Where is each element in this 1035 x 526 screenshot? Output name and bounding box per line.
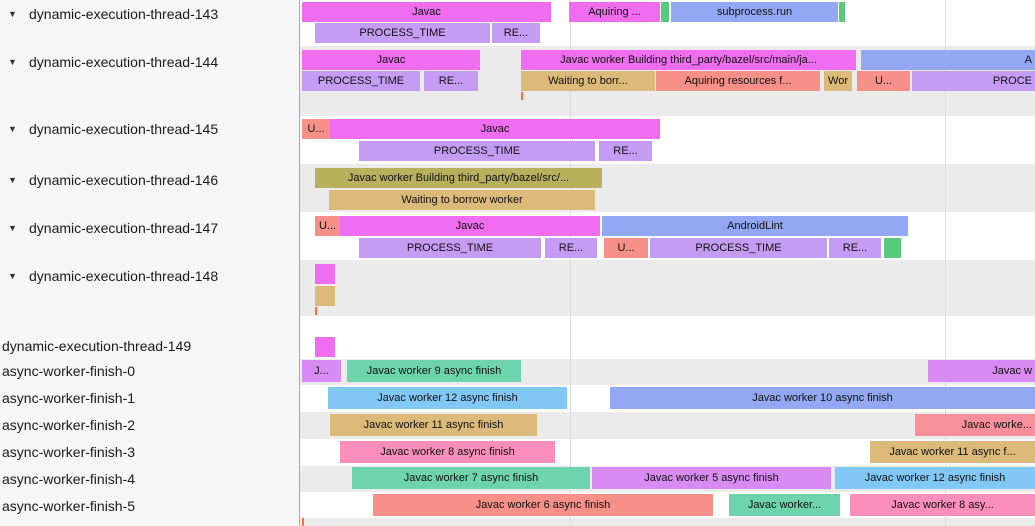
trace-slice[interactable]: Javac (340, 216, 600, 236)
trace-slice[interactable]: Wor (824, 71, 852, 91)
trace-slice[interactable]: Aquiring ... (569, 2, 660, 22)
trace-slice[interactable]: Javac worker 6 async finish (373, 494, 713, 516)
track-label: async-worker-finish-2 (2, 416, 136, 433)
collapse-arrow-icon[interactable]: ▼ (8, 270, 17, 281)
track-label-row: ▼ dynamic-execution-thread-145 (0, 119, 299, 138)
track-label-row: async-worker-finish-0 (0, 361, 301, 380)
trace-slice[interactable]: PROCESS_TIME (302, 71, 420, 91)
instant-event-tick[interactable] (302, 518, 304, 526)
trace-slice[interactable] (315, 286, 335, 306)
track-label: dynamic-execution-thread-149 (2, 337, 192, 354)
track-label: dynamic-execution-thread-143 (29, 5, 219, 22)
trace-slice[interactable]: U... (857, 71, 910, 91)
trace-slice[interactable]: Javac worker 10 async finish (610, 387, 1035, 409)
gridline (945, 0, 946, 526)
instant-event-tick[interactable] (315, 307, 317, 315)
trace-slice[interactable]: RE... (545, 238, 597, 258)
trace-slice[interactable]: Javac worker 11 async finish (330, 414, 537, 436)
trace-slice[interactable]: Javac worker 8 async finish (340, 441, 555, 463)
trace-slice[interactable]: Javac worker 12 async finish (835, 467, 1035, 489)
trace-slice[interactable]: Javac worker Building third_party/bazel/… (521, 50, 856, 70)
trace-slice[interactable] (661, 2, 669, 22)
row-stripe (300, 316, 1035, 359)
track-label: dynamic-execution-thread-145 (29, 120, 219, 137)
trace-slice[interactable] (884, 238, 901, 258)
track-label-row: async-worker-finish-3 (0, 442, 301, 461)
trace-slice[interactable]: PROCE (912, 71, 1035, 91)
trace-slice[interactable]: Javac worker 7 async finish (352, 467, 590, 489)
collapse-arrow-icon[interactable]: ▼ (8, 222, 17, 233)
trace-slice[interactable]: Javac worker 9 async finish (347, 360, 521, 382)
collapse-arrow-icon[interactable]: ▼ (8, 123, 17, 134)
track-label-row: async-worker-finish-2 (0, 415, 301, 434)
trace-slice[interactable]: Javac worker Building third_party/bazel/… (315, 168, 602, 188)
trace-slice[interactable]: U... (604, 238, 648, 258)
track-label: dynamic-execution-thread-146 (29, 171, 219, 188)
trace-slice[interactable]: Waiting to borr... (521, 71, 655, 91)
trace-slice[interactable] (315, 264, 335, 284)
gridline (570, 0, 571, 526)
track-label-row: dynamic-execution-thread-149 (0, 336, 301, 355)
trace-slice[interactable]: RE... (599, 141, 652, 161)
track-label: dynamic-execution-thread-147 (29, 219, 219, 236)
track-label-row: ▼ dynamic-execution-thread-148 (0, 266, 299, 285)
trace-slice[interactable]: PROCESS_TIME (359, 141, 595, 161)
trace-slice[interactable]: Javac worker 8 asy... (850, 494, 1035, 516)
trace-slice[interactable]: RE... (424, 71, 478, 91)
trace-slice[interactable]: RE... (829, 238, 881, 258)
track-name-panel: ▼ dynamic-execution-thread-143 ▼ dynamic-ex… (0, 0, 300, 526)
track-label-row: ▼ dynamic-execution-thread-144 (0, 52, 299, 71)
trace-slice[interactable]: U... (302, 119, 330, 139)
trace-slice[interactable]: Javac w (928, 360, 1035, 382)
trace-slice[interactable]: Javac worke... (915, 414, 1035, 436)
track-label: async-worker-finish-5 (2, 497, 136, 514)
trace-slice[interactable]: PROCESS_TIME (650, 238, 827, 258)
track-label: async-worker-finish-3 (2, 443, 136, 460)
track-label-row: ▼ dynamic-execution-thread-143 (0, 4, 299, 23)
trace-slice[interactable]: PROCESS_TIME (315, 23, 490, 43)
track-label: dynamic-execution-thread-148 (29, 267, 219, 284)
row-stripe (300, 518, 1035, 526)
trace-slice[interactable]: AndroidLint (602, 216, 908, 236)
track-label: async-worker-finish-4 (2, 470, 136, 487)
track-label: async-worker-finish-0 (2, 362, 136, 379)
track-label: async-worker-finish-1 (2, 389, 136, 406)
collapse-arrow-icon[interactable]: ▼ (8, 8, 17, 19)
trace-slice[interactable]: Javac worker 5 async finish (592, 467, 831, 489)
track-label-row: async-worker-finish-5 (0, 496, 301, 515)
trace-slice[interactable]: Aquiring resources f... (656, 71, 820, 91)
trace-slice[interactable]: Javac (330, 119, 660, 139)
trace-slice[interactable]: RE... (492, 23, 540, 43)
row-stripe (300, 260, 1035, 316)
instant-event-tick[interactable] (521, 92, 523, 100)
trace-slice[interactable]: U... (315, 216, 340, 236)
track-label-row: ▼ dynamic-execution-thread-147 (0, 218, 299, 237)
trace-slice[interactable]: Javac (302, 2, 551, 22)
trace-slice[interactable]: J... (302, 360, 341, 382)
track-label-row: ▼ dynamic-execution-thread-146 (0, 170, 299, 189)
collapse-arrow-icon[interactable]: ▼ (8, 174, 17, 185)
trace-slice[interactable] (315, 337, 335, 357)
track-label-row: async-worker-finish-1 (0, 388, 301, 407)
collapse-arrow-icon[interactable]: ▼ (8, 56, 17, 67)
trace-slice[interactable]: A (861, 50, 1035, 70)
trace-slice[interactable]: Javac worker... (729, 494, 840, 516)
trace-slice[interactable] (839, 2, 845, 22)
trace-slice[interactable]: Javac worker 11 async f... (870, 441, 1035, 463)
trace-slice[interactable]: subprocess.run (671, 2, 838, 22)
trace-slice[interactable]: Javac worker 12 async finish (328, 387, 567, 409)
trace-slice[interactable]: PROCESS_TIME (359, 238, 541, 258)
track-label-row: async-worker-finish-4 (0, 469, 301, 488)
trace-slice[interactable]: Waiting to borrow worker (329, 190, 595, 210)
track-label: dynamic-execution-thread-144 (29, 53, 219, 70)
trace-slice[interactable]: Javac (302, 50, 480, 70)
